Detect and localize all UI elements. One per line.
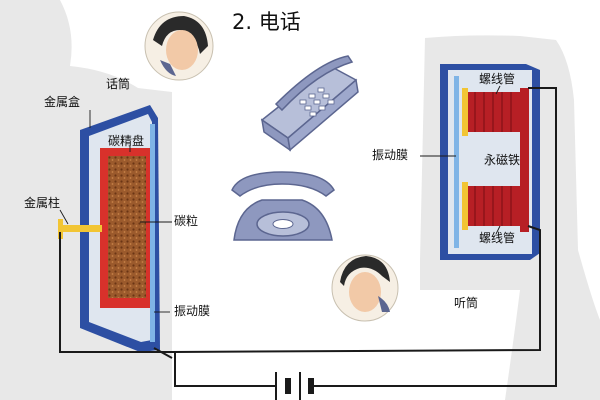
- leader-lines: [59, 85, 501, 313]
- magnet-left-yoke-bottom: [462, 182, 468, 230]
- carbon-grains-label: 碳粒: [174, 214, 199, 228]
- coil-bottom-label: 螺线管: [479, 231, 516, 245]
- leader-coil-bottom: [495, 225, 501, 235]
- earpiece-cross-section: [440, 64, 540, 260]
- carbon-grains: [108, 156, 146, 298]
- diaphragm-right-strip: [454, 76, 459, 248]
- rotary-phone-icon: [231, 171, 335, 241]
- woman-on-phone-portrait: [144, 11, 214, 81]
- coil-bottom: [466, 186, 520, 226]
- wire-right-inner: [171, 225, 541, 353]
- diaphragm-left-label: 振动膜: [174, 304, 211, 318]
- metal-post-label: 金属柱: [24, 196, 61, 210]
- carbon-cup-label: 碳精盘: [108, 134, 145, 148]
- leader-metal-post: [59, 209, 69, 225]
- mouthpiece-label: 话筒: [106, 77, 131, 91]
- circuit-wires: [59, 87, 557, 387]
- coil-top: [466, 92, 520, 132]
- wire-right-outer: [312, 87, 557, 387]
- earpiece-label: 听筒: [454, 296, 479, 310]
- magnet-left-yoke-top: [462, 88, 468, 136]
- battery-icon: [268, 372, 314, 400]
- diaphragm-right-label: 振动膜: [372, 148, 409, 162]
- mouthpiece-cross-section: [58, 105, 160, 352]
- metal-box-label: 金属盒: [44, 95, 81, 109]
- metal-post-end: [58, 219, 63, 239]
- magnet-label: 永磁铁: [484, 153, 521, 167]
- coil-top-label: 螺线管: [479, 72, 516, 86]
- page-title: 2. 电话: [232, 10, 301, 34]
- metal-post: [60, 225, 102, 232]
- leader-coil-top: [495, 85, 501, 95]
- push-button-phone-icon: [260, 55, 359, 152]
- wire-left-inner: [153, 347, 173, 359]
- diaphragm-left-strip: [150, 124, 155, 342]
- magnet-core: [520, 88, 529, 232]
- man-on-phone-portrait: [331, 254, 399, 322]
